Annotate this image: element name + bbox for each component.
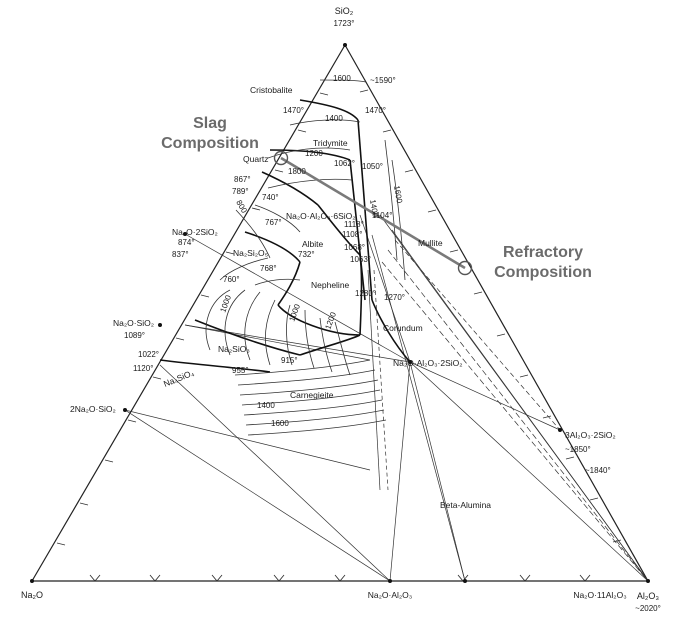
temp-1022: 1022° [138, 350, 159, 359]
compound-points [30, 43, 650, 583]
temp-1590: ~1590° [370, 76, 396, 85]
point-mullite [558, 428, 562, 432]
temp-1470a: 1470° [283, 106, 304, 115]
triangle-frame [31, 44, 649, 582]
temp-1063: 1063° [350, 255, 371, 264]
temp-789: 789° [232, 187, 249, 196]
temp-1280: 1280° [355, 289, 376, 298]
compound-na2o-al2o3: Na₂O·Al₂O₃ [368, 590, 413, 600]
boundary-curves [159, 99, 411, 373]
compound-na2o-sio2: Na₂O·SiO₂ [113, 318, 154, 328]
temp-1400a: 1400 [325, 114, 343, 123]
phase-carnegieite: Carnegieite [290, 390, 334, 400]
point-na2o-al2o3 [388, 579, 392, 583]
vertex-al2o3-temp: ~2020° [635, 604, 661, 613]
temp-1062: 1062° [334, 159, 355, 168]
temp-1400c: 1400 [257, 401, 275, 410]
temp-740: 740° [262, 193, 279, 202]
temp-1089: 1089° [124, 331, 145, 340]
temp-767: 767° [265, 218, 282, 227]
temp-760: 760° [223, 275, 240, 284]
vertex-sio2-label: SiO₂ [335, 6, 354, 16]
right-edge [344, 44, 649, 582]
temp-1108: 1108° [342, 230, 362, 239]
slag-label-line2: Composition [161, 135, 259, 152]
isotherms [205, 79, 406, 436]
refractory-label-line2: Composition [494, 264, 592, 281]
temperature-labels: ~1590° 1600 1470° 1470° 1400 1200 1062° … [124, 74, 611, 475]
tie-lines [124, 214, 649, 582]
phase-nepheline: Nepheline [311, 280, 350, 290]
slag-refractory-connector [273, 150, 473, 276]
temp-1120: 1120° [133, 364, 153, 373]
temp-837: 837° [172, 250, 189, 259]
temp-867: 867° [234, 175, 251, 184]
temp-1850: ~1850° [565, 445, 591, 454]
temp-1470b: 1470° [365, 106, 386, 115]
temp-1840: ~1840° [585, 466, 611, 475]
temp-874: 874° [178, 238, 195, 247]
compound-labels: Na₂O·2SiO₂ Na₂O·SiO₂ 2Na₂O·SiO₂ Na₂O·Al₂… [70, 227, 627, 600]
vertex-sio2-temp: 1723° [334, 19, 355, 28]
point-sio2 [343, 43, 347, 47]
temp-1118: 1118° [344, 220, 364, 229]
point-na2o-2sio2 [183, 232, 187, 236]
temp-1200b: 1200 [323, 310, 338, 330]
compound-2na2o-sio2: 2Na₂O·SiO₂ [70, 404, 116, 414]
temp-1600: 1600 [333, 74, 351, 83]
phase-albite: Albite [302, 239, 324, 249]
left-edge [31, 44, 346, 582]
point-nepheline [408, 360, 412, 364]
vertex-na2o-label: Na₂O [21, 590, 43, 600]
point-al2o3 [646, 579, 650, 583]
edge-ticks [56, 89, 622, 582]
compound-nepheline: Na₂O·Al₂O₃·2SiO₂ [393, 358, 463, 368]
temp-732: 732° [298, 250, 315, 259]
temp-1600b: 1600 [392, 185, 404, 205]
temp-768: 768° [260, 264, 277, 273]
compound-mullite: 3Al₂O₃·2SiO₂ [565, 430, 616, 440]
phase-na2si2o5: Na₂Si₂O₅ [233, 248, 268, 258]
phase-na2sio3: Na₂SiO₃ [218, 344, 250, 354]
phase-corundum: Corundum [383, 323, 423, 333]
phase-na4sio4: Na₄SiO₄ [162, 367, 196, 388]
temp-1600c: 1600 [271, 419, 289, 428]
point-na2o-11al2o3 [463, 579, 467, 583]
phase-tridymite: Tridymite [313, 138, 348, 148]
point-2na2o-sio2 [123, 408, 127, 412]
phase-labels: Cristobalite Tridymite Quartz Na₂O·Al₂O₃… [162, 85, 491, 510]
temp-1800: 1800 [288, 167, 306, 176]
temp-915: 915° [281, 356, 298, 365]
slag-label-line1: Slag [193, 115, 227, 132]
vertex-al2o3-label: Al₂O₃ [637, 591, 659, 601]
temp-1200a: 1200 [305, 149, 323, 158]
phase-albite-compound: Na₂O·Al₂O₃·6SiO₂ [286, 211, 356, 221]
point-na2o [30, 579, 34, 583]
phase-mullite: Mullite [418, 238, 443, 248]
point-na2o-sio2 [158, 323, 162, 327]
phase-beta-alumina: Beta-Alumina [440, 500, 491, 510]
phase-quartz: Quartz [243, 154, 269, 164]
phase-cristobalite: Cristobalite [250, 85, 293, 95]
slag-composition-marker [273, 150, 289, 166]
temp-1104: 1104° [372, 211, 392, 220]
vertex-labels: SiO₂ 1723° Na₂O Al₂O₃ ~2020° [21, 6, 661, 613]
temp-1400b: 1400 [368, 199, 380, 219]
compound-na2o-2sio2: Na₂O·2SiO₂ [172, 227, 218, 237]
callouts: Slag Composition Refractory Composition [161, 115, 592, 281]
compound-na2o-11al2o3: Na₂O·11Al₂O₃ [573, 590, 626, 600]
refractory-label-line1: Refractory [503, 244, 583, 261]
temp-955: 955° [232, 366, 249, 375]
refractory-composition-marker [457, 260, 473, 276]
temp-1050: 1050° [362, 162, 383, 171]
temp-1068: 1068° [344, 243, 365, 252]
temp-1270: 1270° [384, 293, 405, 302]
